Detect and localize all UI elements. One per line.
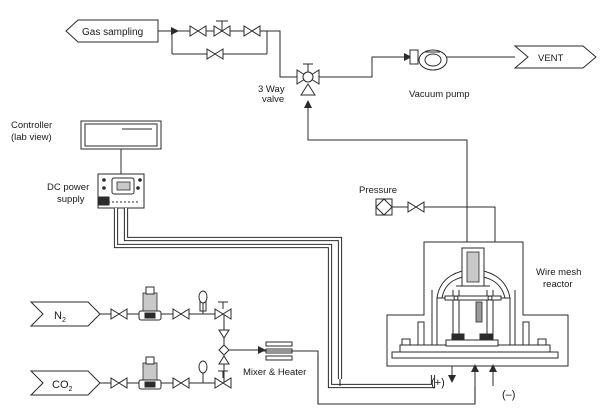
n2-valve-2: [172, 308, 190, 320]
pressure-valve-icon: [407, 201, 425, 213]
svg-text:N2: N2: [54, 310, 66, 324]
n2-valve-3: [214, 301, 232, 320]
n2-flowmeter-icon: [198, 290, 208, 314]
three-way-valve-label-2: valve: [262, 94, 284, 105]
controller-label-2: (lab view): [11, 132, 52, 143]
svg-text:(–): (–): [502, 389, 515, 401]
sampling-valve-1: [189, 25, 207, 37]
co2-source: CO2: [29, 370, 101, 396]
controller-label-1: Controller: [11, 120, 52, 131]
sampling-valve-2: [213, 20, 231, 37]
vent-label: VENT: [538, 53, 564, 64]
controller-computer-icon: [80, 120, 162, 150]
three-way-valve-label-1: 3 Way: [258, 84, 285, 95]
co2-regulator-icon: [138, 356, 162, 390]
n2-check-valve-icon: [218, 329, 230, 339]
co2-label: CO: [52, 379, 69, 391]
vent-outlet: VENT: [513, 45, 597, 69]
dc-power-label-2: supply: [57, 194, 85, 205]
co2-check-valve-icon: [218, 355, 230, 365]
svg-text:CO2: CO2: [52, 379, 73, 393]
reactor-label-2: reactor: [543, 279, 573, 290]
co2-subscript: 2: [69, 386, 73, 393]
three-way-valve-icon: [296, 63, 320, 96]
n2-label: N: [54, 310, 62, 322]
mixer-heater-label: Mixer & Heater: [243, 367, 306, 378]
sampling-valve-4: [206, 48, 224, 60]
pressure-label: Pressure: [359, 185, 397, 196]
mixer-heater-icon: [262, 341, 296, 361]
n2-regulator-icon: [138, 286, 162, 321]
dc-power-supply-icon: [97, 173, 145, 209]
gas-sampling-label: Gas sampling: [82, 27, 143, 38]
n2-subscript: 2: [62, 317, 66, 324]
co2-valve-3: [214, 370, 232, 389]
co2-valve-2: [172, 377, 190, 389]
vacuum-pump-icon: [409, 49, 448, 71]
dc-power-label-1: DC power: [47, 182, 89, 193]
n2-source: N2: [29, 301, 101, 327]
pressure-transducer-icon: [375, 198, 393, 216]
n2-valve-1: [110, 308, 128, 320]
plus-terminal: (+): [431, 377, 445, 389]
minus-terminal: (–): [502, 389, 515, 401]
gas-junction-icon: [218, 344, 230, 356]
vacuum-pump-label: Vacuum pump: [409, 89, 470, 100]
co2-valve-1: [110, 377, 128, 389]
reactor-label-1: Wire mesh: [536, 267, 581, 278]
co2-flowmeter-icon: [198, 360, 208, 383]
svg-text:(+): (+): [431, 377, 445, 389]
gas-sampling-outlet: Gas sampling: [65, 19, 159, 43]
sampling-valve-3: [243, 25, 261, 37]
wire-mesh-reactor-icon: [386, 241, 569, 367]
